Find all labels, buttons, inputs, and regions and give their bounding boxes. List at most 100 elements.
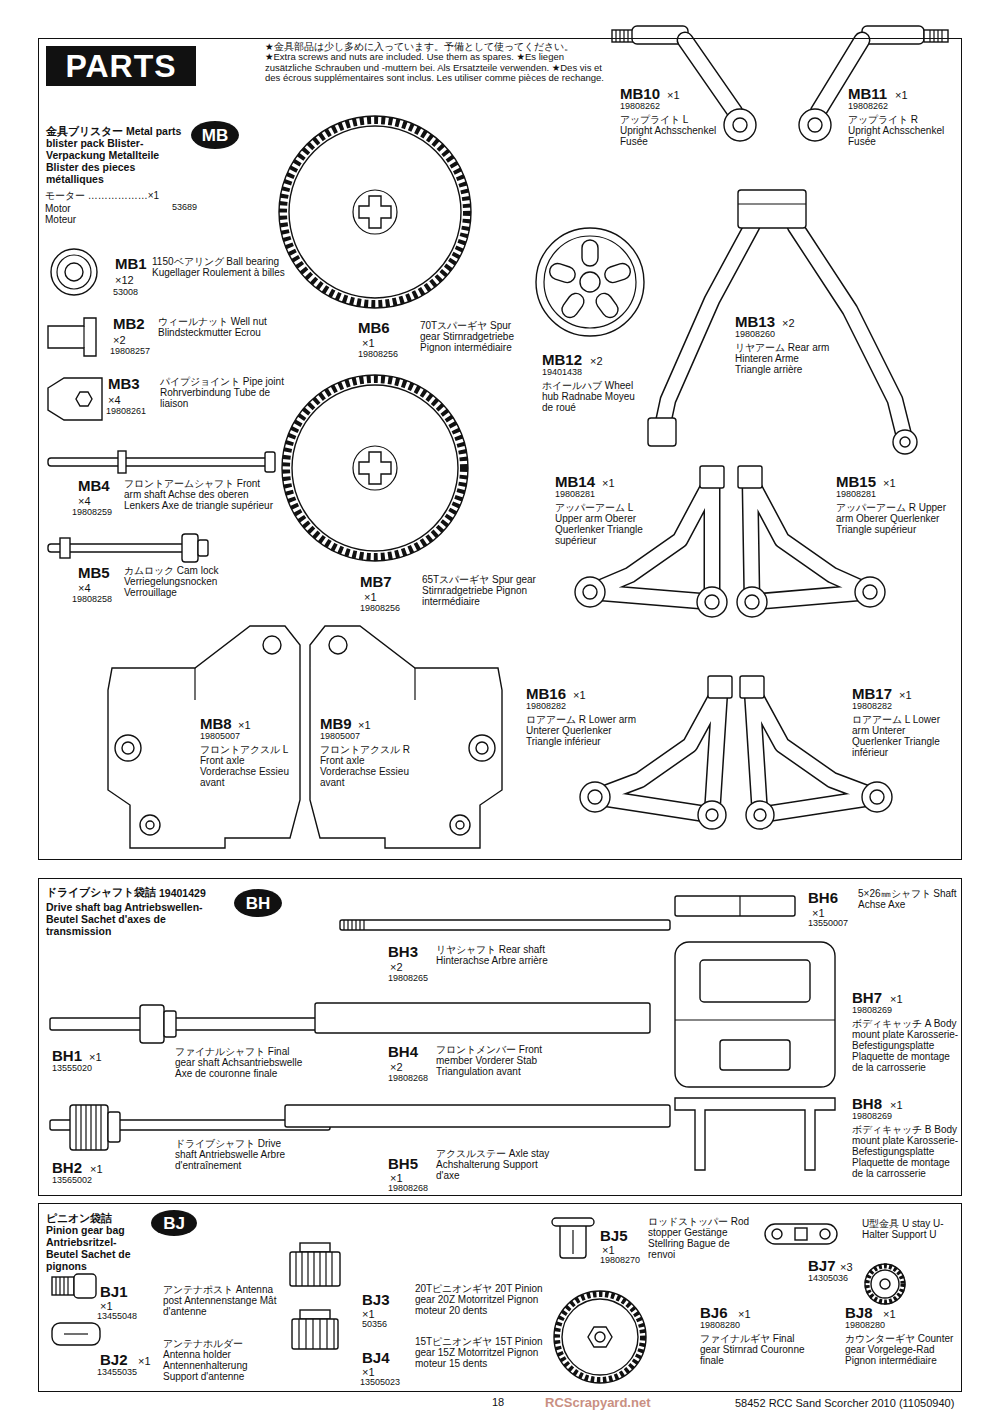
part-code: MB10 [620, 86, 660, 101]
part-name: リヤアーム Rear arm Hinteren Arme Triangle ar… [735, 342, 830, 375]
quantity: ×1 [364, 591, 377, 603]
bag-code-oval: BJ [151, 1210, 197, 1236]
part-code: BH1 [52, 1048, 82, 1063]
part-number: 13550007 [808, 919, 848, 929]
quantity: ×2 [390, 961, 403, 973]
part-number: 19808280 [845, 1321, 885, 1331]
title-box: PARTS [46, 46, 196, 86]
part-code: MB8 [200, 716, 232, 731]
part-number: 13505023 [360, 1378, 400, 1388]
part-name: ボディキャッチ A Body mount plate Karosserie-Be… [852, 1018, 960, 1073]
page-title: PARTS [65, 50, 176, 82]
part-code: MB13 [735, 314, 775, 329]
part-number: 19808281 [555, 490, 595, 500]
part-number: 53008 [113, 288, 138, 298]
part-code: BJ6 [700, 1305, 728, 1320]
part-name: 70Tスパーギヤ Spur gear Stirnradgetriebe Pign… [420, 320, 530, 353]
part-number: 19808260 [735, 330, 775, 340]
part-code: MB2 [113, 316, 145, 331]
part-number: 19401438 [542, 368, 582, 378]
quantity: ×2 [590, 355, 603, 367]
bag-heading: 金具ブリスター Metal parts blister pack Blister… [46, 125, 186, 185]
quantity: ×1 [883, 477, 896, 489]
part-code: BJ5 [600, 1228, 628, 1243]
bag-code-oval: MB [191, 121, 239, 149]
part-number: 19808261 [106, 407, 146, 417]
part-name: ホイールハブ Wheel hub Radnabe Moyeu de roué [542, 380, 642, 413]
part-number: 19808257 [110, 347, 150, 357]
quantity: ×1 [138, 1355, 151, 1367]
part-name: アンテナホルダー Antenna holder Antennenhalterun… [163, 1338, 278, 1382]
part-number: 53689 [172, 203, 197, 213]
quantity: ×2 [113, 334, 126, 346]
part-name: ファイナルシャフト Final gear shaft Achsantriebsw… [175, 1046, 305, 1079]
parts-panel: 金具ブリスター Metal parts blister pack Blister… [38, 38, 962, 860]
part-number: 19808280 [700, 1321, 740, 1331]
part-code: BH4 [388, 1044, 418, 1059]
part-name: パイプジョイント Pipe joint Rohrverbindung Tube … [160, 376, 300, 409]
part-number: 19808256 [358, 350, 398, 360]
part-code: BH7 [852, 990, 882, 1005]
part-name: フロントアームシャフト Front arm shaft Achse des ob… [124, 478, 274, 511]
part-name: ロアアーム R Lower arm Unterer Querlenker Tri… [526, 714, 646, 747]
part-number: 19808270 [600, 1256, 640, 1266]
bag-code: MB [202, 127, 228, 144]
quantity: ×1 [89, 1051, 102, 1063]
part-code: BJ7 [808, 1258, 836, 1273]
part-number: 19808262 [620, 102, 660, 112]
quantity: ×1 [362, 337, 375, 349]
bag-heading: 19401429 [159, 887, 206, 899]
part-number: 19808268 [388, 1074, 428, 1084]
part-name: 20Tピニオンギヤ 20T Pinion gear 20Z Motorritze… [415, 1283, 545, 1316]
part-number: 14305036 [808, 1274, 848, 1284]
part-code: BJ8 [845, 1305, 873, 1320]
quantity: ×1 [362, 1366, 375, 1378]
bag-code: BJ [163, 1215, 185, 1232]
part-number: 19805007 [320, 732, 360, 742]
part-code: BJ4 [362, 1350, 390, 1365]
part-number: 19808258 [72, 595, 112, 605]
part-name: フロントアクスル L Front axle Vorderachse Essieu… [200, 744, 295, 788]
part-code: MB7 [360, 574, 392, 589]
part-name: アップライト L Upright Achsschenkel Fusée [620, 114, 720, 147]
quantity: ×1 [602, 477, 615, 489]
quantity: ×1 [895, 89, 908, 101]
part-name: U型金具 U stay U-Halter Support U [862, 1218, 952, 1240]
part-code: MB17 [852, 686, 892, 701]
bag-heading: ピニオン袋詰 Pinion gear bag Antriebsritzel-Be… [46, 1212, 146, 1272]
part-name: ロアアーム L Lower arm Unterer Querlenker Tri… [852, 714, 957, 758]
part-name: アンテナポスト Antenna post Antennenstange Mât … [163, 1284, 278, 1317]
part-name: ファイナルギヤ Final gear Stirnrad Couronne fin… [700, 1333, 810, 1366]
quantity: ×1 [899, 689, 912, 701]
part-number: 19808282 [852, 702, 892, 712]
page-footer: 18 [492, 1396, 504, 1408]
quantity: ×4 [108, 394, 121, 406]
part-name: ボディキャッチ B Body mount plate Karosserie-Be… [852, 1124, 960, 1179]
part-number: 19808259 [72, 508, 112, 518]
quantity: ×12 [115, 274, 134, 286]
part-name: 5×26㎜シャフト Shaft Achse Axe [858, 888, 958, 910]
quantity: ×1 [667, 89, 680, 101]
bag-heading: Drive shaft bag Antriebswellen-Beutel Sa… [46, 901, 226, 937]
part-name: 65Tスパーギヤ Spur gear Stirnradgetriebe Pign… [422, 574, 552, 607]
part-code: BH8 [852, 1096, 882, 1111]
part-code: MB4 [78, 478, 110, 493]
part-name: アッパーアーム R Upper arm Oberer Querlenker Tr… [836, 502, 956, 535]
quantity: ×2 [782, 317, 795, 329]
part-code: BJ1 [100, 1284, 128, 1299]
quantity: ×1 [100, 1300, 113, 1312]
part-number: 50356 [362, 1320, 387, 1330]
part-number: 19805007 [200, 732, 240, 742]
part-name: ウィールナット Well nut Blindsteckmutter Ecrou [158, 316, 278, 338]
part-name: ロッドストッパー Rod stopper Gestänge Stellring … [648, 1216, 758, 1260]
part-name: 1150ベアリング Ball bearing Kugellager Roulem… [152, 256, 292, 278]
part-name: フロントアクスル R Front axle Vorderachse Essieu… [320, 744, 415, 788]
part-name: アップライト R Upright Achsschenkel Fusée [848, 114, 948, 147]
quantity: ×1 [738, 1308, 751, 1320]
part-code: MB6 [358, 320, 390, 335]
part-name: アッパーアーム L Upper arm Oberer Querlenker Tr… [555, 502, 655, 546]
bag-heading: ドライブシャフト袋詰 [46, 886, 156, 898]
bag-code-oval: BH [234, 889, 282, 917]
part-code: MB11 [848, 86, 887, 101]
